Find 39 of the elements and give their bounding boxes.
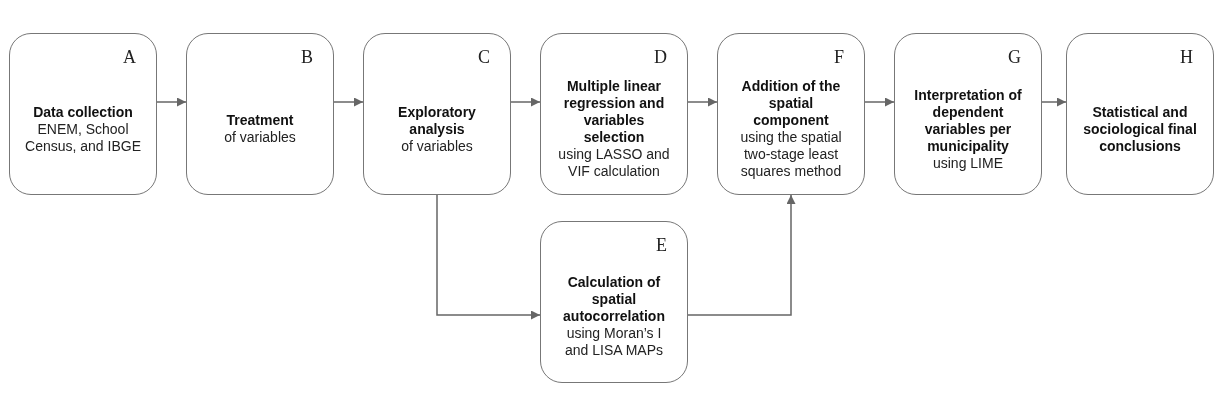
arrow <box>687 97 718 107</box>
step-title: Exploratory analysis <box>397 103 477 138</box>
step-description: using LASSO and VIF calculation <box>557 146 671 180</box>
arrow <box>436 194 541 320</box>
step-description: of variables <box>224 129 296 146</box>
step-title: Multiple linear regression and variables selection <box>562 78 666 146</box>
step-letter: E <box>656 235 667 256</box>
arrow <box>156 97 187 107</box>
step-letter: B <box>301 47 313 68</box>
step-title: Treatment <box>226 112 294 129</box>
process-box <box>894 33 1042 195</box>
step-description: of variables <box>401 137 473 155</box>
arrow <box>1041 97 1067 107</box>
step-title: Statistical and sociological final conclusions <box>1082 103 1198 155</box>
step-description: using LIME <box>932 154 1003 172</box>
step-title: Addition of the spatial component <box>740 78 842 129</box>
process-box <box>540 221 688 383</box>
step-title: Calculation of spatial autocorrelation <box>562 273 666 325</box>
arrow <box>864 97 895 107</box>
step-description: using the spatial two-stage least squares method <box>739 129 843 180</box>
step-description: ENEM, School Census, and IBGE <box>24 120 142 155</box>
arrow <box>510 97 541 107</box>
process-box <box>9 33 157 195</box>
step-letter: A <box>123 47 136 68</box>
process-box <box>540 33 688 195</box>
step-title: Data collection <box>33 103 133 121</box>
process-box <box>186 33 334 195</box>
step-letter: H <box>1180 47 1193 68</box>
step-letter: C <box>478 47 490 68</box>
arrow <box>687 194 796 316</box>
process-box <box>1066 33 1214 195</box>
step-description: using Moran’s I and LISA MAPs <box>563 324 665 359</box>
step-letter: D <box>654 47 667 68</box>
step-letter: F <box>834 47 844 68</box>
step-letter: G <box>1008 47 1021 68</box>
step-title: Interpretation of dependent variables per municipality <box>913 86 1023 155</box>
process-box <box>363 33 511 195</box>
process-box <box>717 33 865 195</box>
arrow <box>333 97 364 107</box>
